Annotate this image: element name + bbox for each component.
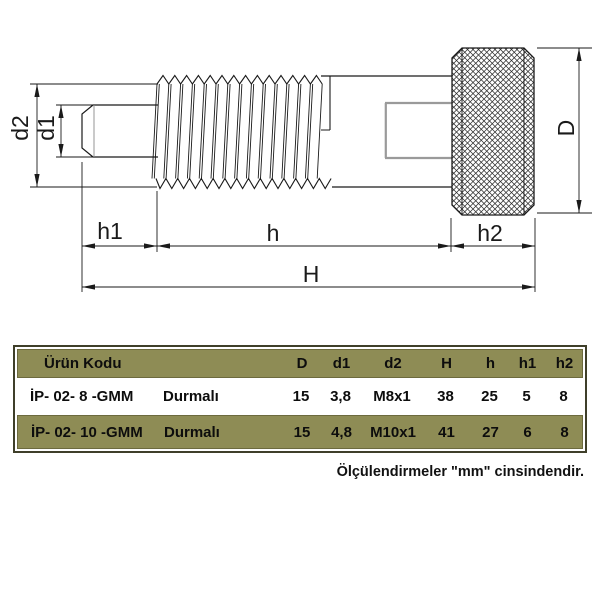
table-row: İP- 02- 8 -GMM Durmalı 15 3,8 M8x1 38 25… <box>17 378 583 415</box>
cell-H: 41 <box>438 423 455 441</box>
knurled-knob <box>451 47 535 216</box>
spec-table: Ürün Kodu D d1 d2 H h h1 h2 İP- 02- 8 -G… <box>13 345 587 453</box>
cell-h2: 8 <box>559 388 568 405</box>
cell-type: Durmalı <box>163 388 219 405</box>
table-header-row: Ürün Kodu D d1 d2 H h h1 h2 <box>17 349 583 378</box>
table-row: İP- 02- 10 -GMM Durmalı 15 4,8 M10x1 41 … <box>17 415 583 449</box>
cell-h1: 6 <box>523 423 532 441</box>
dim-label-d1: d1 <box>33 115 59 141</box>
header-d1: d1 <box>332 355 351 372</box>
dimension-arrowheads <box>34 48 582 290</box>
cell-h1: 5 <box>522 388 531 405</box>
cell-product-code: İP- 02- 8 -GMM <box>30 388 134 405</box>
dim-label-d2: d2 <box>7 115 33 141</box>
header-product-code: Ürün Kodu <box>44 355 122 372</box>
dim-label-h2: h2 <box>477 220 503 246</box>
cell-d2: M8x1 <box>373 388 411 405</box>
header-H: H <box>441 355 452 372</box>
plunger-technical-drawing: d2 d1 D h1 h h2 H <box>7 47 592 292</box>
cell-D: 15 <box>292 388 310 405</box>
header-d2: d2 <box>384 355 402 372</box>
cell-product-code: İP- 02- 10 -GMM <box>31 423 143 441</box>
header-h: h <box>485 355 496 372</box>
units-note: Ölçülendirmeler "mm" cinsindendir. <box>336 464 584 480</box>
cell-H: 38 <box>437 388 454 405</box>
extension-lines <box>30 47 592 292</box>
body-slot <box>384 101 452 160</box>
cell-h2: 8 <box>560 423 569 441</box>
pin-outline <box>81 104 158 158</box>
cell-d1: 4,8 <box>331 423 352 441</box>
body-outline <box>321 75 452 188</box>
cell-d1: 3,8 <box>330 388 351 405</box>
dim-label-h: h <box>267 220 280 246</box>
dim-label-H: H <box>303 261 320 287</box>
thread-section <box>151 74 332 190</box>
dim-label-D: D <box>553 120 579 137</box>
cell-d2: M10x1 <box>370 423 416 441</box>
header-h1: h1 <box>518 355 537 372</box>
header-h2: h2 <box>555 355 574 372</box>
cell-D: 15 <box>293 423 311 441</box>
cell-h: 25 <box>481 388 498 405</box>
cell-type: Durmalı <box>164 423 220 441</box>
dim-label-h1: h1 <box>97 218 123 244</box>
header-D: D <box>296 355 308 372</box>
cell-h: 27 <box>482 423 499 441</box>
